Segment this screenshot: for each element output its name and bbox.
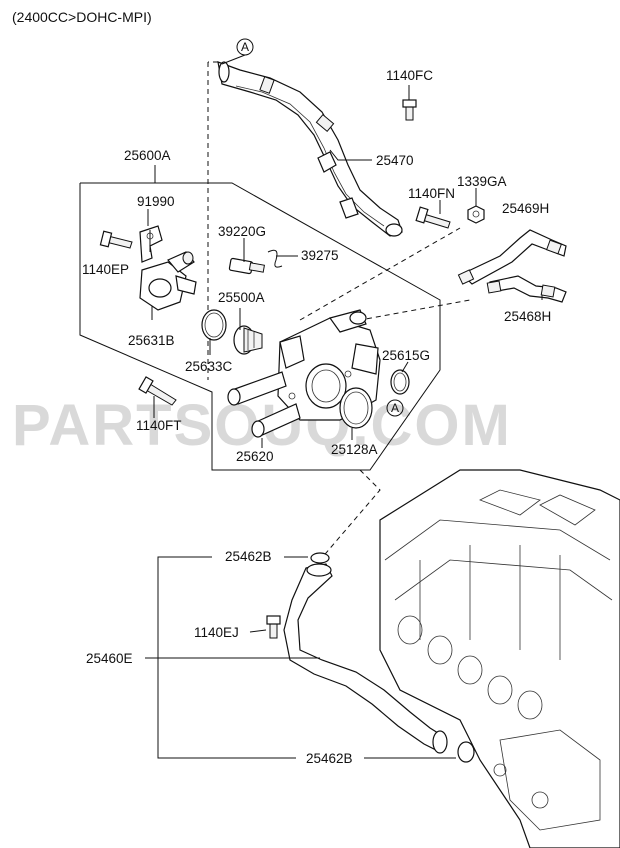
gasket-25128a [339, 387, 373, 429]
hose-25469h [457, 229, 567, 285]
o-ring-25633c [201, 309, 227, 341]
bracket-91990 [139, 225, 163, 263]
label-25128a: 25128A [331, 442, 378, 457]
leader-lines [145, 85, 543, 759]
label-39275: 39275 [301, 248, 339, 263]
dashed-connector-lines [207, 62, 471, 561]
fitting-25631b [139, 251, 197, 311]
label-25600a: 25600A [124, 148, 171, 163]
assembly-outline [79, 165, 441, 471]
label-1140fn: 1140FN [408, 186, 455, 201]
clip-39275 [267, 249, 283, 268]
label-25468h: 25468H [504, 309, 551, 324]
nut-1339ga [467, 205, 485, 224]
hose-25468h [486, 275, 567, 303]
label-1140ep: 1140EP [82, 262, 129, 277]
bolt-1140fc [402, 90, 417, 121]
thermostat-25500a [233, 325, 263, 355]
label-91990: 91990 [137, 194, 175, 209]
gasket-25615g [390, 369, 410, 395]
heater-pipe-25470 [208, 61, 403, 237]
label-1140ft: 1140FT [136, 418, 182, 433]
svg-text:A: A [391, 401, 399, 415]
label-39220g: 39220G [218, 224, 266, 239]
bolt-1140ej [266, 615, 281, 639]
label-25462b-bottom: 25462B [306, 751, 353, 766]
label-25470: 25470 [376, 153, 414, 168]
engine-block [379, 469, 620, 848]
callout-a-top: A [221, 38, 254, 65]
label-1140ej: 1140EJ [194, 625, 239, 640]
clamp-25462b-bottom [457, 741, 475, 763]
label-25500a: 25500A [218, 290, 265, 305]
callout-a-mid: A [386, 399, 404, 417]
engine-spec-heading: (2400CC>DOHC-MPI) [12, 9, 152, 25]
label-1339ga: 1339GA [457, 174, 507, 189]
label-25620: 25620 [236, 449, 274, 464]
label-25633c: 25633C [185, 359, 233, 374]
bolt-1140fn [415, 206, 451, 229]
label-1140fc: 1140FC [386, 68, 433, 83]
label-25469h: 25469H [502, 201, 549, 216]
clamp-25462b-top [310, 552, 330, 564]
label-25615g: 25615G [382, 348, 430, 363]
label-25462b-top: 25462B [225, 549, 272, 564]
temperature-sensor-39220g [228, 257, 265, 275]
svg-text:A: A [241, 40, 249, 54]
label-25631b: 25631B [128, 333, 175, 348]
bolt-1140ep [99, 230, 133, 249]
bolt-1140ft [138, 376, 177, 406]
label-25460e: 25460E [86, 651, 133, 666]
